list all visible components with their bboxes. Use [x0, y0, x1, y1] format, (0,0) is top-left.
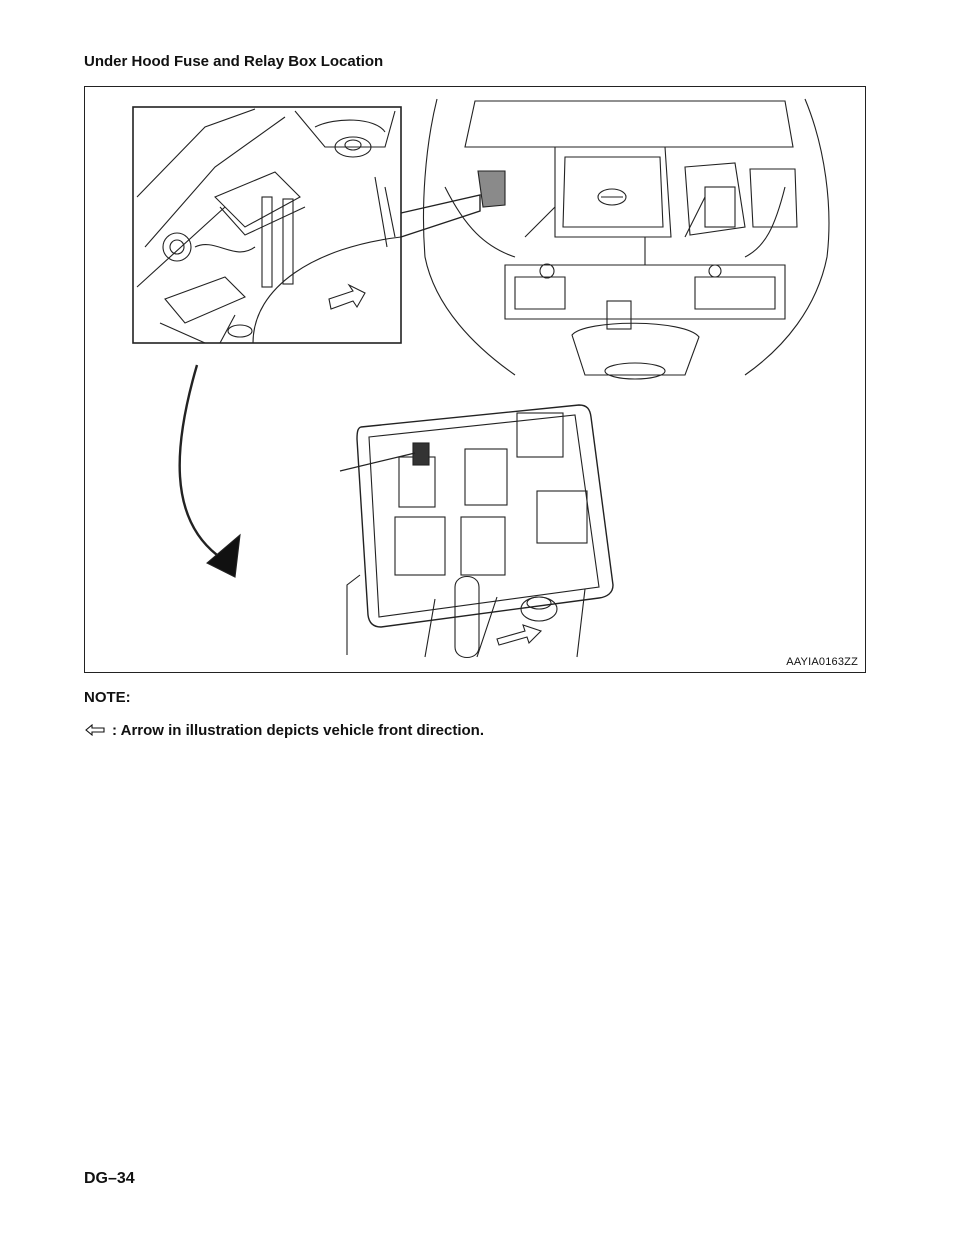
figure-id-label: AAYIA0163ZZ	[786, 656, 858, 668]
note-text: : Arrow in illustration depicts vehicle …	[112, 722, 484, 739]
front-direction-arrow-icon	[84, 723, 106, 738]
note-title: NOTE:	[84, 689, 131, 706]
relay-box-closeup	[339, 404, 614, 659]
detail-inset	[132, 106, 402, 344]
section-heading: Under Hood Fuse and Relay Box Location	[84, 53, 384, 70]
note-line: : Arrow in illustration depicts vehicle …	[84, 722, 484, 739]
fuse-relay-box-illustration: AAYIA0163ZZ	[84, 86, 866, 673]
engine-bay-view	[422, 98, 830, 380]
illustration-drawing	[132, 98, 830, 659]
page-number: DG–34	[84, 1170, 135, 1187]
